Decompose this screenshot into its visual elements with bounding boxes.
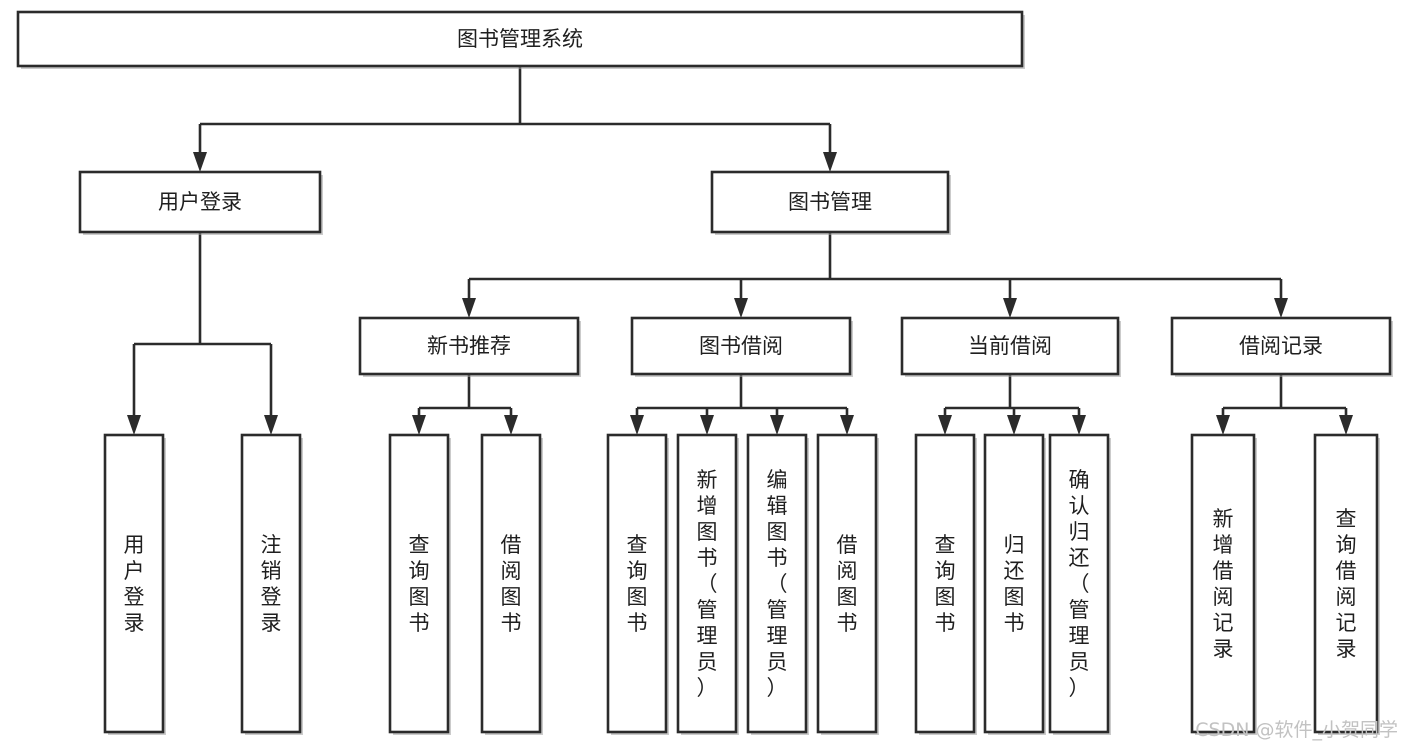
arrow-head-icon xyxy=(1274,298,1288,318)
node-box-rect xyxy=(983,433,1045,734)
node-label: 注销登录 xyxy=(261,533,282,635)
csdn-watermark: CSDN @软件_小贺同学 xyxy=(1195,719,1398,741)
level1-node[interactable]: 图书管理 xyxy=(710,170,951,235)
node-box-rect xyxy=(16,10,1024,68)
arrow-head-icon xyxy=(630,415,644,435)
node-box-rect xyxy=(78,170,322,234)
node-label: 图书管理系统 xyxy=(457,27,583,51)
edge-group xyxy=(1216,374,1353,435)
node-label: 新增借阅记录 xyxy=(1213,507,1234,661)
arrow-head-icon xyxy=(127,415,141,435)
node-label: 借阅记录 xyxy=(1239,334,1323,358)
node-box-rect xyxy=(914,433,976,734)
node-box-rect xyxy=(816,433,878,734)
node-label: 查询图书 xyxy=(627,533,648,635)
arrow-head-icon xyxy=(734,298,748,318)
arrow-head-icon xyxy=(1007,415,1021,435)
leaf-node[interactable]: 注销登录 xyxy=(240,433,303,735)
node-label: 新增图书（管理员） xyxy=(697,468,718,700)
arrow-head-icon xyxy=(1003,298,1017,318)
level2-node[interactable]: 图书借阅 xyxy=(630,316,853,377)
node-label: 编辑图书（管理员） xyxy=(767,468,788,700)
node-label: 归还图书 xyxy=(1004,533,1025,635)
node-label: 查询图书 xyxy=(409,533,430,635)
arrow-head-icon xyxy=(770,415,784,435)
arrow-head-icon xyxy=(700,415,714,435)
node-label: 确认归还（管理员） xyxy=(1069,468,1090,700)
node-box-rect xyxy=(710,170,950,234)
boxes-layer: 图书管理系统用户登录图书管理新书推荐图书借阅当前借阅借阅记录用户登录注销登录查询… xyxy=(16,10,1393,735)
arrow-head-icon xyxy=(840,415,854,435)
level2-node[interactable]: 新书推荐 xyxy=(358,316,581,377)
node-label: 新书推荐 xyxy=(427,334,511,358)
leaf-node[interactable]: 借阅图书 xyxy=(816,433,879,735)
edge-group xyxy=(193,66,837,172)
node-label: 借阅图书 xyxy=(501,533,522,635)
node-box-rect xyxy=(388,433,450,734)
node-box-rect xyxy=(676,433,738,734)
node-box-rect xyxy=(103,433,165,734)
node-label: 借阅图书 xyxy=(837,533,858,635)
node-label: 查询图书 xyxy=(935,533,956,635)
edge-group xyxy=(412,374,518,435)
edge-group xyxy=(462,232,1288,318)
arrow-head-icon xyxy=(193,152,207,172)
edge-group xyxy=(127,232,278,435)
level2-node[interactable]: 借阅记录 xyxy=(1170,316,1393,377)
root-node[interactable]: 图书管理系统 xyxy=(16,10,1025,69)
node-box-rect xyxy=(1170,316,1392,376)
node-label: 查询借阅记录 xyxy=(1336,507,1357,661)
leaf-node[interactable]: 用户登录 xyxy=(103,433,166,735)
node-box-rect xyxy=(358,316,580,376)
leaf-node[interactable]: 新增借阅记录 xyxy=(1190,433,1257,735)
edge-group xyxy=(630,374,854,435)
node-box-rect xyxy=(1313,433,1379,734)
node-label: 当前借阅 xyxy=(968,334,1052,358)
leaf-node[interactable]: 新增图书（管理员） xyxy=(676,433,739,735)
node-box-rect xyxy=(480,433,542,734)
leaf-node[interactable]: 确认归还（管理员） xyxy=(1048,433,1111,735)
leaf-node[interactable]: 查询借阅记录 xyxy=(1313,433,1380,735)
arrow-head-icon xyxy=(823,152,837,172)
arrow-head-icon xyxy=(412,415,426,435)
leaf-node[interactable]: 归还图书 xyxy=(983,433,1046,735)
node-box-rect xyxy=(240,433,302,734)
level2-node[interactable]: 当前借阅 xyxy=(900,316,1121,377)
arrow-head-icon xyxy=(1339,415,1353,435)
leaf-node[interactable]: 查询图书 xyxy=(606,433,669,735)
arrow-head-icon xyxy=(264,415,278,435)
arrow-head-icon xyxy=(504,415,518,435)
level1-node[interactable]: 用户登录 xyxy=(78,170,323,235)
leaf-node[interactable]: 编辑图书（管理员） xyxy=(746,433,809,735)
node-label: 图书管理 xyxy=(788,190,872,214)
leaf-node[interactable]: 借阅图书 xyxy=(480,433,543,735)
node-box-rect xyxy=(1048,433,1110,734)
node-label: 用户登录 xyxy=(124,533,145,635)
edge-group xyxy=(938,374,1086,435)
node-box-rect xyxy=(606,433,668,734)
node-label: 用户登录 xyxy=(158,190,242,214)
node-box-rect xyxy=(746,433,808,734)
node-box-rect xyxy=(1190,433,1256,734)
arrow-head-icon xyxy=(462,298,476,318)
arrow-head-icon xyxy=(938,415,952,435)
arrow-head-icon xyxy=(1072,415,1086,435)
arrow-head-icon xyxy=(1216,415,1230,435)
node-label: 图书借阅 xyxy=(699,334,783,358)
leaf-node[interactable]: 查询图书 xyxy=(914,433,977,735)
connectors-layer xyxy=(127,66,1353,435)
node-box-rect xyxy=(900,316,1120,376)
node-box-rect xyxy=(630,316,852,376)
leaf-node[interactable]: 查询图书 xyxy=(388,433,451,735)
